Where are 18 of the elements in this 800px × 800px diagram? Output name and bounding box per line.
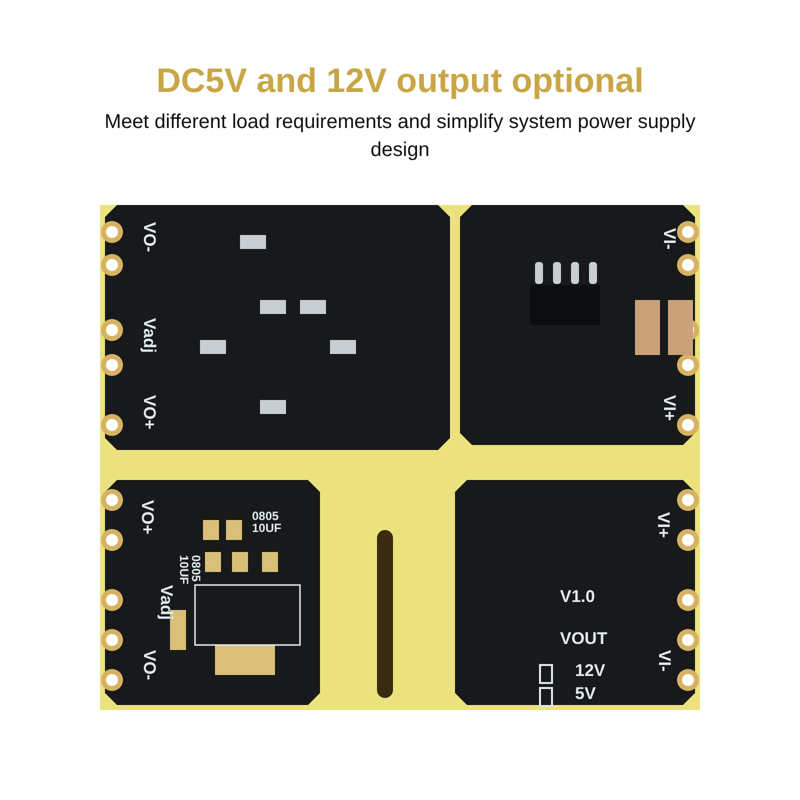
heading: DC5V and 12V output optional xyxy=(155,62,645,101)
silkscreen-label: VI+ xyxy=(654,512,672,538)
silkscreen-label: 5V xyxy=(575,685,596,703)
silkscreen-label: V1.0 xyxy=(560,588,595,606)
silkscreen-label: VO+ xyxy=(138,500,156,534)
silkscreen-label: 12V xyxy=(575,662,606,680)
silkscreen-label: 0805 10UF xyxy=(178,555,202,586)
silkscreen-label: VO- xyxy=(140,222,158,252)
silkscreen-label: VI- xyxy=(655,650,673,672)
silkscreen-label: VO+ xyxy=(140,395,158,430)
silkscreen-label: VI- xyxy=(660,228,678,250)
subtitle: Meet different load requirements and simplify system power supply design xyxy=(103,110,696,163)
silkscreen-label: 0805 10UF xyxy=(252,510,282,534)
silkscreen-label: Vadj xyxy=(157,585,175,620)
silkscreen-label: Vadj xyxy=(140,318,158,353)
silkscreen-label: VO- xyxy=(140,650,158,680)
silkscreen-label: VI+ xyxy=(660,395,678,421)
silkscreen-label: VOUT xyxy=(560,630,608,648)
